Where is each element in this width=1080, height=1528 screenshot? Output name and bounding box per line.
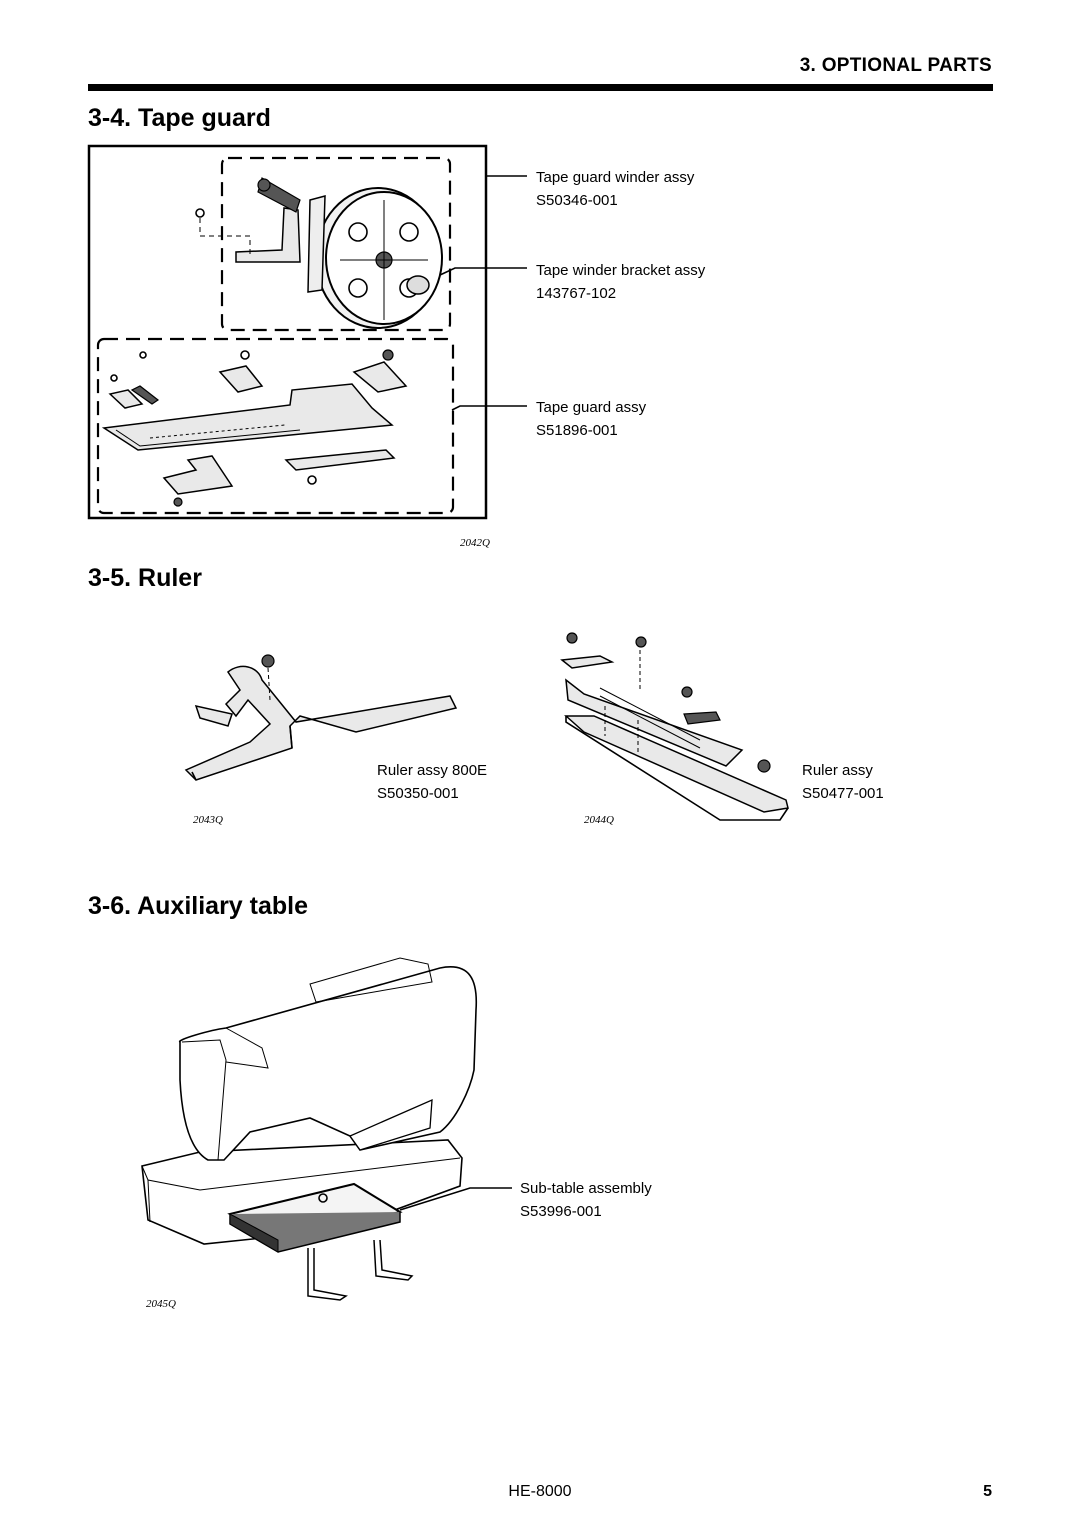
part-name: Tape guard assy: [536, 399, 647, 416]
ruler-800e-illustration: [184, 654, 458, 781]
part-name: Tape winder bracket assy: [536, 262, 706, 279]
part-number: S50477-001: [802, 785, 884, 802]
part-number: S53996-001: [520, 1203, 602, 1220]
figure-id: 2043Q: [193, 814, 223, 826]
part-name: Ruler assy 800E: [377, 762, 488, 779]
figure-id: 2042Q: [460, 537, 490, 549]
page-number: 5: [983, 1483, 992, 1500]
part-label-ruler-assy: Ruler assy S50477-001: [802, 759, 884, 805]
part-label-tape-guard-winder: Tape guard winder assy S50346-001: [536, 166, 694, 212]
section-title-auxiliary-table: 3-6. Auxiliary table: [88, 892, 308, 920]
part-label-tape-winder-bracket: Tape winder bracket assy 143767-102: [536, 259, 705, 305]
footer-model: HE-8000: [508, 1483, 572, 1500]
header-rule: [88, 84, 993, 91]
figure-id: 2045Q: [146, 1298, 176, 1310]
part-label-sub-table: Sub-table assembly S53996-001: [520, 1177, 652, 1223]
part-number: S50350-001: [377, 785, 459, 802]
tape-winder-reel: [307, 187, 443, 329]
section-title-tape-guard: 3-4. Tape guard: [88, 104, 271, 132]
ruler-assy-illustration: [560, 632, 789, 821]
part-number: S50346-001: [536, 192, 618, 209]
part-name: Sub-table assembly: [520, 1180, 652, 1197]
figure-id: 2044Q: [584, 814, 614, 826]
part-name: Ruler assy: [802, 762, 873, 779]
section-title-ruler: 3-5. Ruler: [88, 564, 202, 592]
tape-guard-illustration: [87, 144, 527, 520]
part-number: 143767-102: [536, 285, 617, 302]
chapter-title: 3. OPTIONAL PARTS: [799, 55, 992, 76]
part-name: Tape guard winder assy: [536, 169, 695, 186]
part-label-tape-guard-assy: Tape guard assy S51896-001: [536, 396, 646, 442]
auxiliary-table-illustration: [141, 957, 512, 1301]
part-number: S51896-001: [536, 422, 618, 439]
part-label-ruler-800e: Ruler assy 800E S50350-001: [377, 759, 487, 805]
